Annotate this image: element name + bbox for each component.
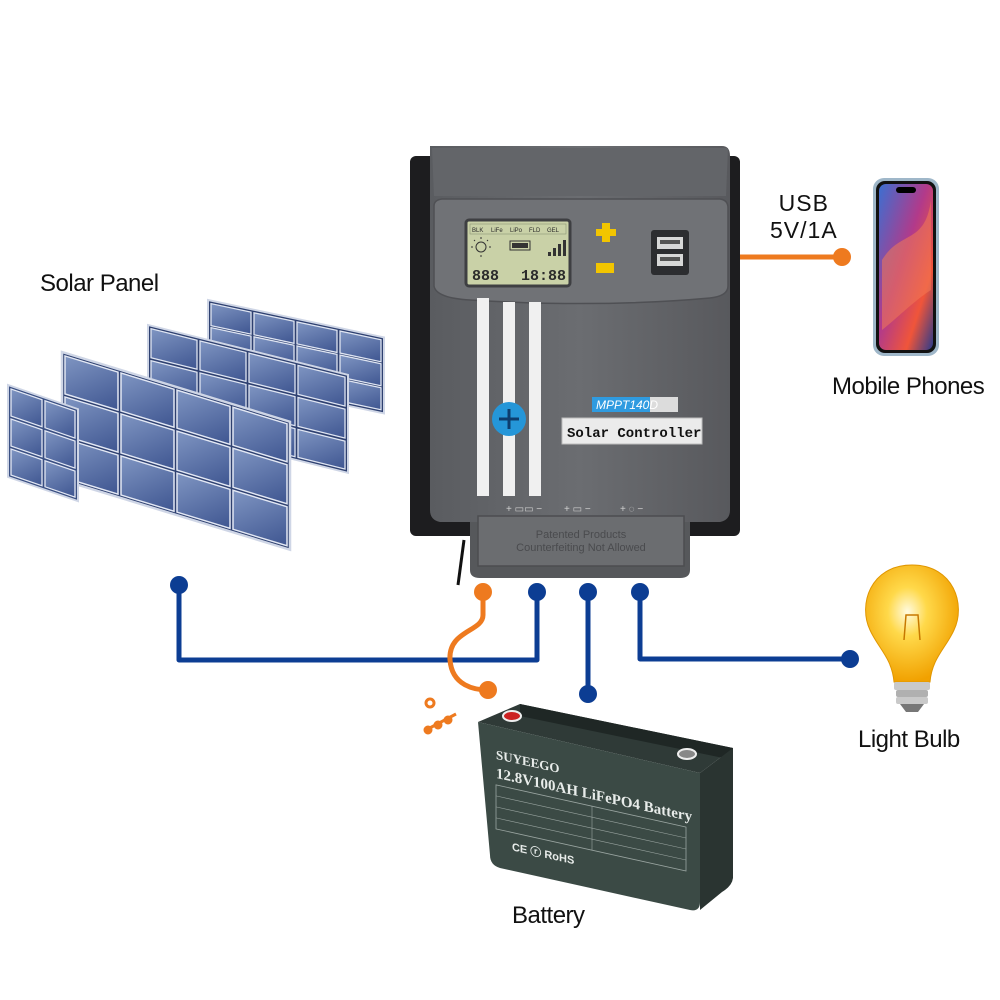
lcd-mode-3: LiPo <box>510 228 523 234</box>
terminal-solar <box>170 576 188 594</box>
terminal-mobile-phone <box>833 248 851 266</box>
controller-stripes <box>477 298 541 496</box>
terminal-controller-bat <box>579 583 597 601</box>
patent-line-2: Counterfeiting Not Allowed <box>516 542 646 554</box>
terminal-polarity-marks: + ▭▭ − + ▭ − + ◌ − <box>506 504 643 515</box>
plus-button[interactable] <box>596 223 616 242</box>
terminal-battery <box>579 685 597 703</box>
model-text: MPPT140D <box>596 398 658 412</box>
lcd-mode-5: GEL <box>547 228 560 234</box>
patent-line-1: Patented Products <box>536 529 627 541</box>
solar-panel-label: Solar Panel <box>40 270 159 297</box>
terminal-block <box>477 515 685 567</box>
phone-notch <box>896 187 916 193</box>
product-name-plate <box>561 417 703 445</box>
battery-terminal-negative <box>677 748 697 760</box>
terminal-fuse-bottom <box>479 681 497 699</box>
terminal-light-bulb <box>841 650 859 668</box>
lcd-sun-icon <box>471 237 491 257</box>
lcd-digits-left: 888 <box>472 268 499 285</box>
svg-text:+ ▭▭ −: + ▭▭ − <box>506 504 542 515</box>
usb-rating: 5V/1A <box>770 217 838 243</box>
solar-panel-array <box>7 298 385 552</box>
battery: SUYEEGO 12.8V100AH LiFePO4 Battery CE ⓡ … <box>478 704 733 911</box>
wire-light-bulb <box>637 589 853 662</box>
solar-panel-front <box>60 350 292 552</box>
solar-panel-left <box>7 383 79 503</box>
lcd-mode-1: BLK <box>472 228 483 234</box>
battery-side <box>700 748 733 910</box>
mounting-screw-icon <box>492 402 526 436</box>
lcd-mode-row: BLK LiFe LiPo FLD GEL <box>469 223 567 235</box>
battery-front <box>478 722 700 911</box>
lcd-digits-right: 18:88 <box>521 268 566 285</box>
terminal-controller-load <box>631 583 649 601</box>
minus-button[interactable] <box>596 263 614 273</box>
lcd-battery-icon <box>509 240 531 251</box>
wire-solar-panel <box>176 582 540 663</box>
battery-label-text: Battery <box>512 902 585 929</box>
light-bulb <box>865 564 959 712</box>
mobile-phones-label: Mobile Phones <box>832 373 985 400</box>
fuse-icon <box>423 697 457 735</box>
controller-cable <box>456 539 466 586</box>
battery-terminal-positive <box>502 710 522 722</box>
svg-text:+ ▭ −: + ▭ − <box>564 504 591 515</box>
solar-controller: BLK LiFe LiPo FLD GEL 888 18:88 <box>410 146 740 586</box>
terminal-fuse-top <box>474 583 492 601</box>
lcd-mode-2: LiFe <box>491 228 503 234</box>
wire-fuse <box>447 589 491 693</box>
wire-terminals <box>170 248 859 703</box>
model-label: MPPT140D <box>592 397 678 412</box>
terminal-controller-pv <box>528 583 546 601</box>
lcd-screen <box>464 218 572 288</box>
battery-lid <box>478 704 733 773</box>
usb-ports[interactable] <box>651 230 689 275</box>
usb-label: USB <box>778 190 829 216</box>
usb-spec-label: USB 5V/1A <box>770 190 838 244</box>
lcd-level-bars-icon <box>548 240 566 256</box>
product-name: Solar Controller <box>567 426 701 442</box>
mobile-phone <box>873 178 939 356</box>
svg-text:+ ◌ −: + ◌ − <box>620 504 643 515</box>
light-bulb-label: Light Bulb <box>858 726 960 753</box>
lcd-mode-4: FLD <box>529 228 541 234</box>
controller-top-edge <box>432 148 728 196</box>
